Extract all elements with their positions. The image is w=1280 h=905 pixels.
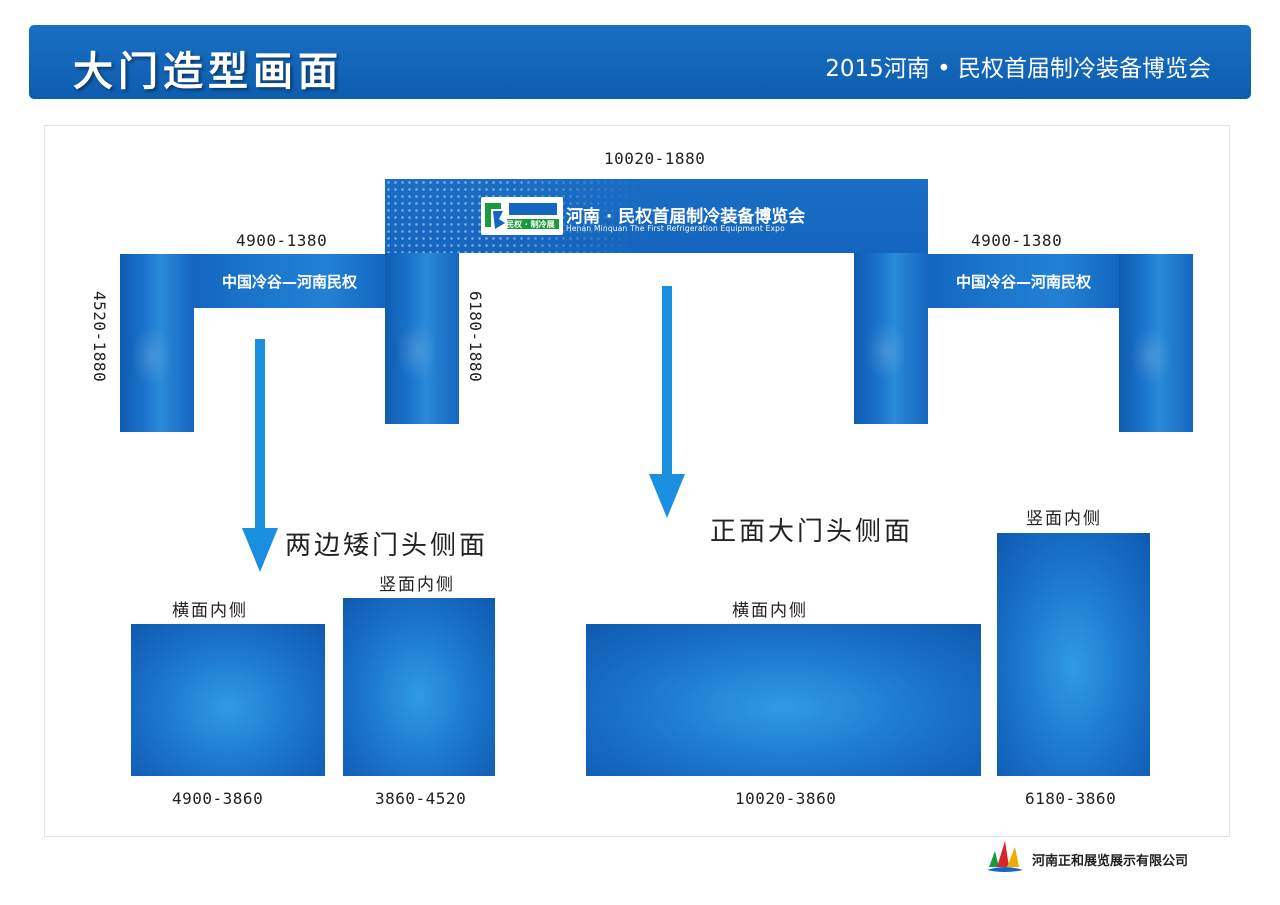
expo-logo: 民权 · 制冷展 xyxy=(481,197,563,235)
front-arrow-shaft xyxy=(662,286,672,476)
left-banner: 中国冷谷—河南民权 xyxy=(194,254,385,308)
center-left-pillar xyxy=(385,253,459,424)
company-name: 河南正和展览展示有限公司 xyxy=(1032,854,1189,869)
center-right-pillar xyxy=(854,253,928,424)
expo-logo-icon xyxy=(485,203,559,229)
front-arrow-head-icon xyxy=(649,474,685,518)
side-vertical-dimension: 3860-4520 xyxy=(375,789,467,808)
front-vertical-label: 竖面内侧 xyxy=(1026,509,1102,529)
side-arrow-shaft xyxy=(255,339,265,530)
main-banner-subtitle: Henan Minquan The First Refrigeration Eq… xyxy=(566,224,785,233)
page-title: 大门造型画面 xyxy=(73,48,343,95)
side-horizontal-label: 横面内侧 xyxy=(172,601,248,621)
left-outer-pillar xyxy=(120,254,194,432)
logo-text: 民权 · 制冷展 xyxy=(506,220,555,229)
side-vertical-panel xyxy=(343,598,495,776)
left-beam-dimension: 4900-1380 xyxy=(236,231,328,250)
side-arrow-head-icon xyxy=(242,528,278,572)
center-pillar-dimension: 6180-1880 xyxy=(466,291,485,383)
front-horizontal-dimension: 10020-3860 xyxy=(735,789,837,808)
main-arch-banner: 民权 · 制冷展 河南 · 民权首届制冷装备博览会 Henan Minquan … xyxy=(385,179,928,253)
front-horizontal-panel xyxy=(586,624,981,776)
right-banner: 中国冷谷—河南民权 xyxy=(928,254,1119,308)
main-beam-dimension: 10020-1880 xyxy=(604,149,706,168)
side-vertical-label: 竖面内侧 xyxy=(379,575,455,595)
company-logo-icon xyxy=(987,841,1023,872)
front-horizontal-label: 横面内侧 xyxy=(732,601,808,621)
right-outer-pillar xyxy=(1119,254,1193,432)
front-vertical-dimension: 6180-3860 xyxy=(1025,789,1117,808)
side-horizontal-panel xyxy=(131,624,325,776)
side-horizontal-dimension: 4900-3860 xyxy=(172,789,264,808)
front-vertical-panel xyxy=(997,533,1150,776)
right-beam-dimension: 4900-1380 xyxy=(971,231,1063,250)
left-pillar-dimension: 4520-1880 xyxy=(90,291,109,383)
side-gate-caption: 两边矮门头侧面 xyxy=(285,531,489,561)
header-bar: 大门造型画面 2015河南 • 民权首届制冷装备博览会 xyxy=(29,25,1251,99)
expo-title: 2015河南 • 民权首届制冷装备博览会 xyxy=(825,56,1211,82)
front-gate-caption: 正面大门头侧面 xyxy=(710,517,914,547)
main-banner-title: 河南 · 民权首届制冷装备博览会 xyxy=(566,207,806,227)
